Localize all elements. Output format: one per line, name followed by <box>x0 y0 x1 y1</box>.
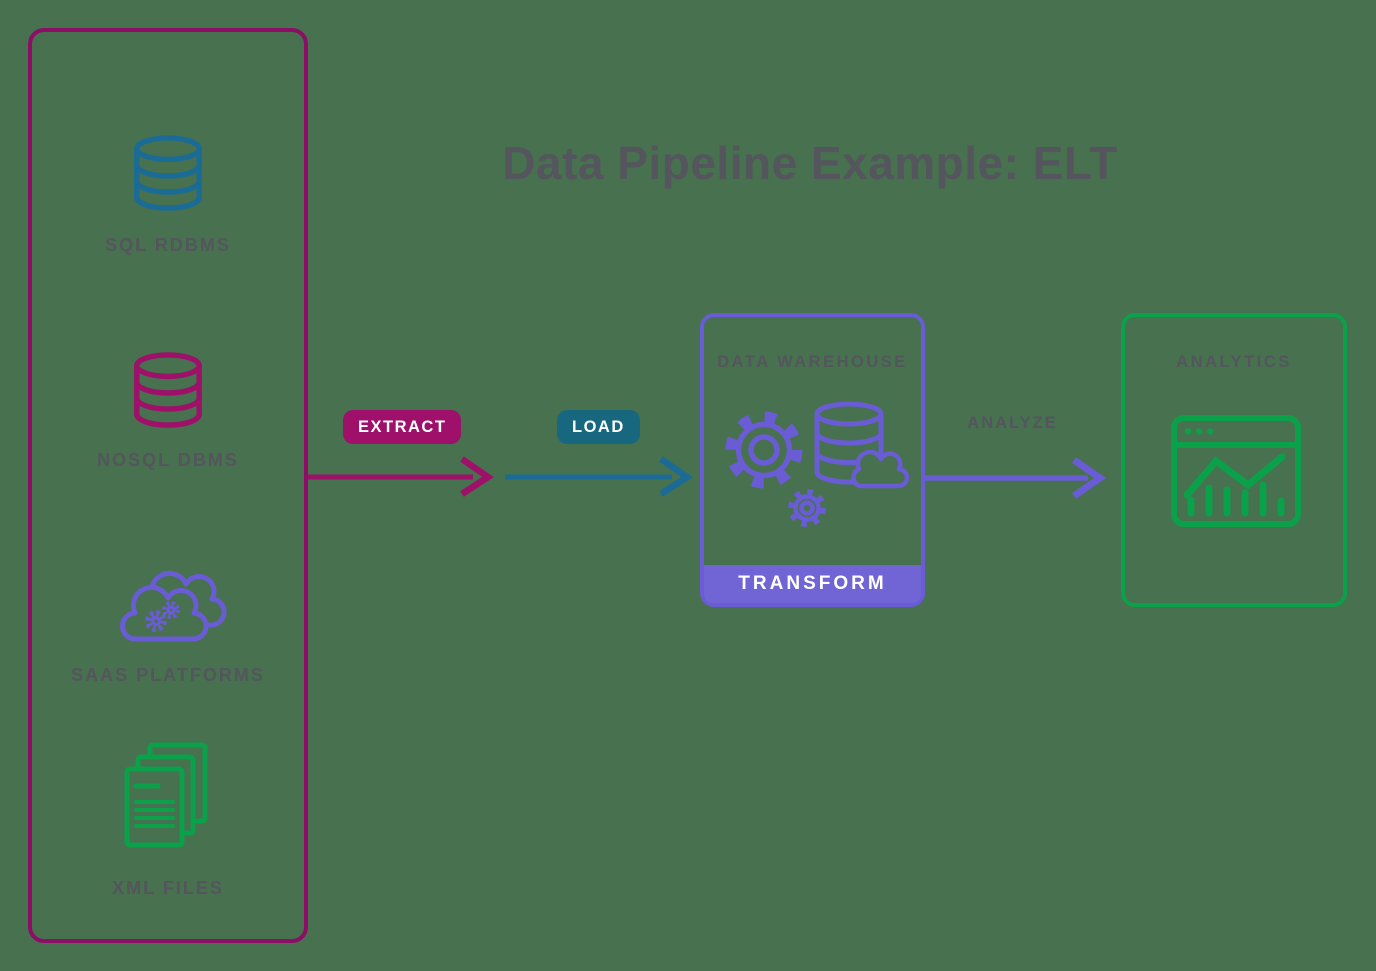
warehouse-title: DATA WAREHOUSE <box>717 353 908 371</box>
transform-label: TRANSFORM <box>738 573 887 594</box>
source-label-xml-files: XML FILES <box>112 878 224 898</box>
files-icon <box>124 742 208 848</box>
cloud-gears-icon <box>120 570 227 642</box>
source-label-sql-rdbms: SQL RDBMS <box>105 235 231 255</box>
analytics-title: ANALYTICS <box>1176 353 1292 371</box>
bar-chart <box>1187 481 1285 517</box>
extract-label: EXTRACT <box>358 417 447 436</box>
diagram-title: Data Pipeline Example: ELT <box>502 137 1118 189</box>
source-item-sql-rdbms <box>32 135 304 212</box>
load-arrow <box>505 456 693 497</box>
source-item-saas-platforms <box>32 559 304 643</box>
source-label-saas-platforms: SAAS PLATFORMS <box>71 665 265 685</box>
load-badge: LOAD <box>557 410 640 444</box>
source-item-xml-files <box>32 742 304 850</box>
window-dots <box>1184 428 1214 435</box>
source-label-nosql-dbms: NOSQL DBMS <box>97 450 239 470</box>
extract-badge: EXTRACT <box>343 410 462 444</box>
source-item-nosql-dbms <box>32 352 304 429</box>
analyze-label: ANALYZE <box>967 414 1058 432</box>
database-icon <box>134 352 202 428</box>
database-icon <box>134 135 202 211</box>
transform-bar: TRANSFORM <box>704 565 921 603</box>
data-warehouse-box: DATA WAREHOUSE TRANSFORM <box>700 313 925 607</box>
extract-arrow <box>308 456 494 497</box>
data-sources-box: SQL RDBMS NOSQL DBMS <box>28 28 308 943</box>
load-label: LOAD <box>572 417 625 436</box>
analytics-box: ANALYTICS <box>1121 313 1347 607</box>
analyze-arrow <box>925 457 1107 499</box>
line-chart <box>1183 453 1286 499</box>
dashboard-chart-icon <box>1171 415 1301 527</box>
